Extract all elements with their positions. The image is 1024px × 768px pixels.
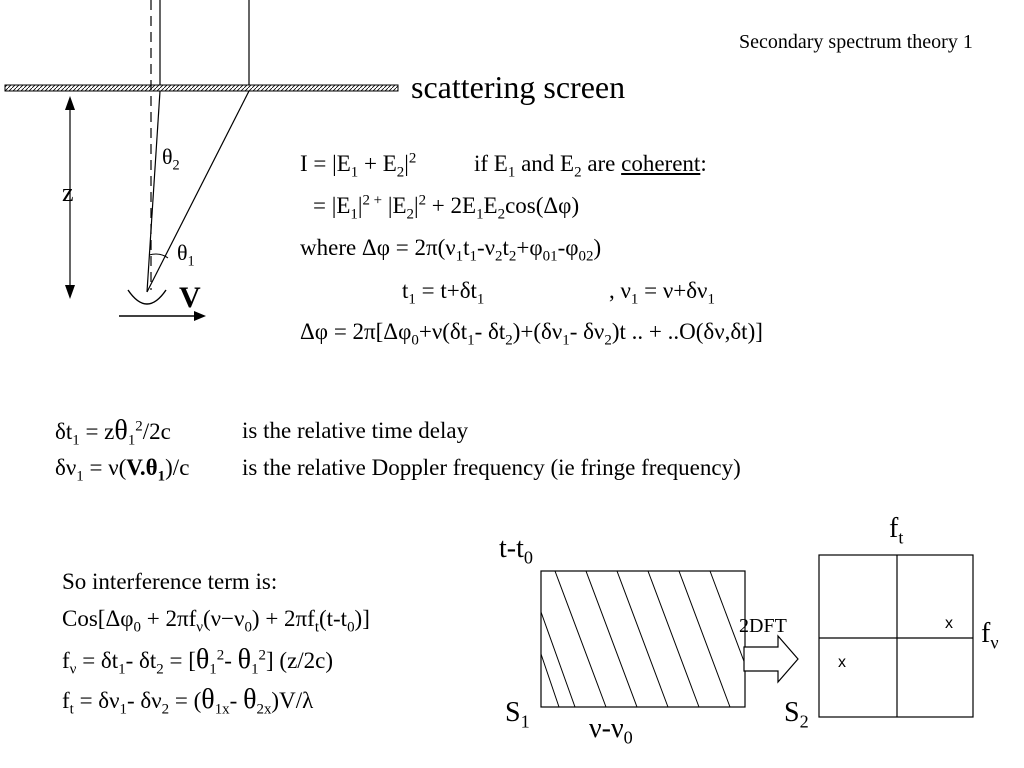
left-plot-corner-label: S1 xyxy=(505,697,530,732)
interference-heading: So interference term is: xyxy=(62,569,278,594)
z-label: z xyxy=(62,178,74,207)
ray-theta2 xyxy=(146,90,161,293)
velocity-label: V xyxy=(179,281,201,314)
right-plot-mark-upper: x xyxy=(945,615,953,632)
dft-label: 2DFT xyxy=(739,615,787,637)
theta1-label: θ1 xyxy=(177,240,195,270)
right-plot-box xyxy=(818,554,974,718)
right-plot-corner-label: S2 xyxy=(784,697,809,732)
slide-title: Secondary spectrum theory 1 xyxy=(739,31,973,53)
equation-line-1-condition: if E1 and E2 are coherent: xyxy=(474,151,707,181)
equation-line-5: Δφ = 2π[Δφ0+ν(δt1- δt2)+(δν1- δν2)t .. +… xyxy=(300,319,763,349)
equation-line-3: where Δφ = 2π(ν1t1-ν2t2+φ01-φ02) xyxy=(300,235,602,265)
interference-f-nu: fν = δt1- δt2 = [θ12- θ12] (z/2c) xyxy=(62,644,334,678)
left-plot-y-label: t-t0 xyxy=(499,533,533,568)
theta2-label: θ2 xyxy=(162,144,180,174)
z-arrow-head-bottom xyxy=(65,285,75,299)
scattering-screen-label: scattering screen xyxy=(411,69,626,105)
antenna-dish xyxy=(127,289,167,305)
definition-doppler-text: is the relative Doppler frequency (ie fr… xyxy=(242,455,741,480)
theta1-arc xyxy=(148,253,169,259)
scattering-screen-bar xyxy=(4,84,399,92)
right-plot-top-label: ft xyxy=(889,513,904,548)
equation-line-1: I = |E1 + E2|2 xyxy=(300,150,417,181)
equation-line-2: = |E1|2 + |E2|2 + 2E1E2cos(Δφ) xyxy=(313,192,580,223)
z-arrow-head-top xyxy=(65,96,75,110)
right-plot-side-label: fν xyxy=(981,618,999,653)
definition-doppler: δν1 = ν(V.θ1)/c xyxy=(55,455,190,485)
equation-line-4b: , ν1 = ν+δν1 xyxy=(609,278,715,308)
equation-line-4a: t1 = t+δt1 xyxy=(402,278,485,308)
left-plot-box xyxy=(540,570,746,708)
right-plot-mark-lower: x xyxy=(838,654,846,671)
ray-theta1 xyxy=(146,90,250,293)
dft-arrow xyxy=(743,634,799,684)
left-plot-x-label: ν-ν0 xyxy=(589,713,633,748)
definition-time-delay-text: is the relative time delay xyxy=(242,418,469,443)
velocity-arrow-head xyxy=(194,311,206,321)
interference-cos: Cos[Δφ0 + 2πfν(ν−ν0) + 2πft(t-t0)] xyxy=(62,606,370,636)
left-plot-stripes xyxy=(540,570,746,708)
definition-time-delay: δt1 = zθ12/2c xyxy=(55,415,171,449)
interference-f-t: ft = δν1- δν2 = (θ1x- θ2x)V/λ xyxy=(62,684,314,718)
